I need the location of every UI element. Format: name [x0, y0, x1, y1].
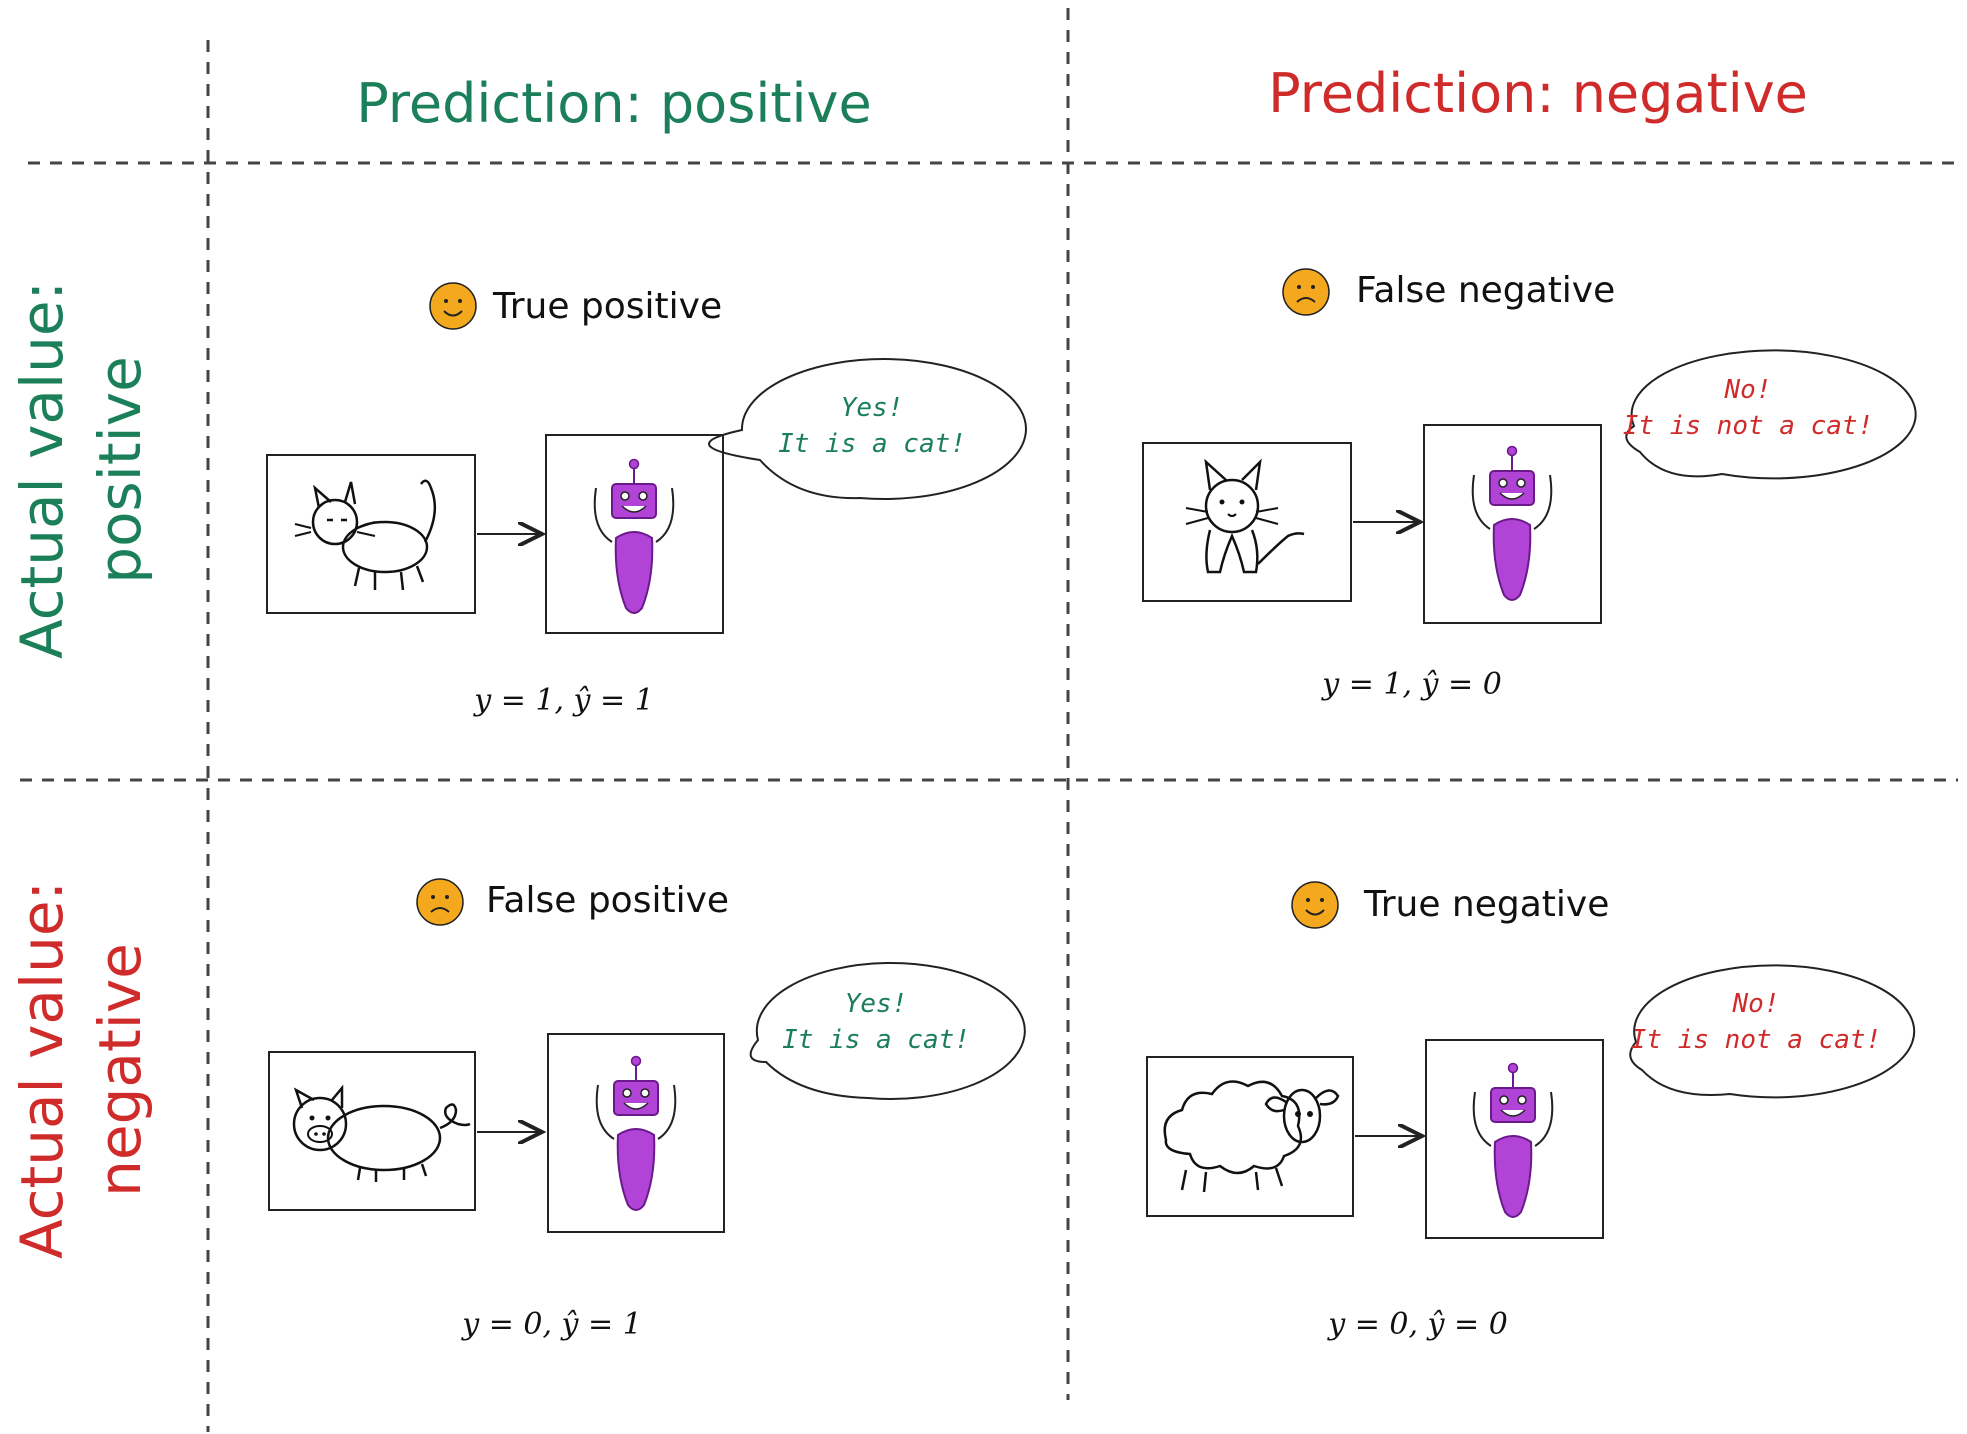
robot-icon	[593, 458, 675, 614]
row-header-actual-positive-line2: positive	[86, 356, 154, 584]
cell-label-false-negative: False negative	[1356, 270, 1615, 311]
row-header-actual-negative: Actual value: negative	[8, 881, 154, 1259]
cell-label-false-positive: False positive	[486, 880, 729, 921]
formula-false-positive: y = 0, ŷ = 1	[460, 1307, 642, 1342]
bubble-text-line1: No!	[1732, 989, 1780, 1019]
speech-bubble	[1629, 964, 1916, 1099]
sad-face-icon	[416, 878, 464, 926]
speech-bubble	[708, 358, 1027, 500]
formula-false-negative: y = 1, ŷ = 0	[1320, 667, 1502, 702]
robot-icon	[1471, 445, 1553, 601]
row-header-actual-negative-line1: Actual value:	[8, 881, 76, 1259]
speech-bubble	[1625, 349, 1917, 480]
bubble-text-line2: It is a cat!	[782, 1025, 970, 1055]
cell-true-positive: True positive Yes! It is a cat! y = 1, ŷ…	[266, 282, 1027, 718]
bubble-text-line1: No!	[1724, 375, 1772, 405]
cell-false-negative: False negative No! It is not a cat! y = …	[1142, 268, 1917, 702]
input-image-frame	[1146, 1056, 1354, 1217]
input-image-frame	[268, 1051, 476, 1211]
cell-label-true-positive: True positive	[492, 286, 722, 327]
grid-lines	[20, 8, 1962, 1432]
cat-sketch-icon	[293, 479, 437, 592]
robot-icon	[1472, 1062, 1554, 1218]
bubble-text-line2: It is not a cat!	[1623, 411, 1873, 441]
cell-false-positive: False positive Yes! It is a cat! y = 0, …	[268, 878, 1026, 1342]
pig-sketch-icon	[292, 1086, 472, 1184]
row-header-actual-positive: Actual value: positive	[8, 281, 154, 659]
row-header-actual-positive-line1: Actual value:	[8, 281, 76, 659]
model-frame	[545, 434, 724, 634]
cat-sketch-icon	[1184, 460, 1306, 574]
sad-face-icon	[1282, 268, 1330, 316]
bubble-text-line2: It is not a cat!	[1631, 1025, 1881, 1055]
bubble-text-line2: It is a cat!	[778, 429, 966, 459]
cell-label-true-negative: True negative	[1363, 884, 1609, 925]
input-image-frame	[1142, 442, 1352, 602]
happy-face-icon	[429, 282, 477, 330]
row-header-actual-negative-line2: negative	[86, 943, 154, 1197]
formula-true-positive: y = 1, ŷ = 1	[472, 683, 654, 718]
bubble-text-line1: Yes!	[845, 989, 908, 1019]
bubble-text-line1: Yes!	[841, 393, 904, 423]
speech-bubble	[749, 962, 1026, 1100]
column-header-prediction-negative: Prediction: negative	[1268, 62, 1808, 125]
model-frame	[1423, 424, 1602, 624]
formula-true-negative: y = 0, ŷ = 0	[1326, 1307, 1508, 1342]
happy-face-icon	[1291, 881, 1339, 929]
model-frame	[1425, 1039, 1604, 1239]
cell-true-negative: True negative No! It is not a cat! y = 0…	[1146, 881, 1916, 1342]
column-header-prediction-positive: Prediction: positive	[356, 72, 871, 135]
model-frame	[547, 1033, 725, 1233]
sheep-sketch-icon	[1163, 1080, 1340, 1194]
robot-icon	[595, 1055, 677, 1211]
input-image-frame	[266, 454, 476, 614]
